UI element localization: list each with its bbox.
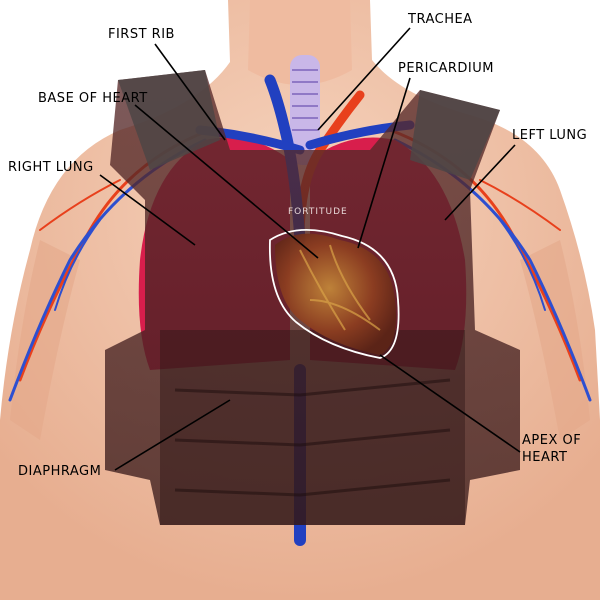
label-right-lung: RIGHT LUNG xyxy=(8,160,94,175)
vest-logo-text: FORTITUDE xyxy=(288,207,348,217)
pointer-right-lung xyxy=(99,174,196,246)
label-trachea: TRACHEA xyxy=(408,12,473,27)
pointer-apex-of-heart xyxy=(379,354,521,453)
pointer-lines xyxy=(99,27,521,471)
label-diaphragm: DIAPHRAGM xyxy=(18,464,102,479)
pointer-trachea xyxy=(317,27,411,131)
label-pericardium: PERICARDIUM xyxy=(398,61,494,76)
label-left-lung: LEFT LUNG xyxy=(512,128,588,143)
heart-shape xyxy=(269,228,400,359)
label-first-rib: FIRST RIB xyxy=(108,27,175,42)
pointer-left-lung xyxy=(444,144,516,221)
label-base-of-heart: BASE OF HEART xyxy=(38,91,148,106)
label-apex-of-heart: APEX OF HEART xyxy=(522,433,582,465)
pointer-pericardium xyxy=(357,77,411,249)
pointer-diaphragm xyxy=(114,399,231,471)
pointer-first-rib xyxy=(154,43,226,141)
trachea-shape xyxy=(290,55,320,165)
pointer-base-of-heart xyxy=(134,104,319,259)
